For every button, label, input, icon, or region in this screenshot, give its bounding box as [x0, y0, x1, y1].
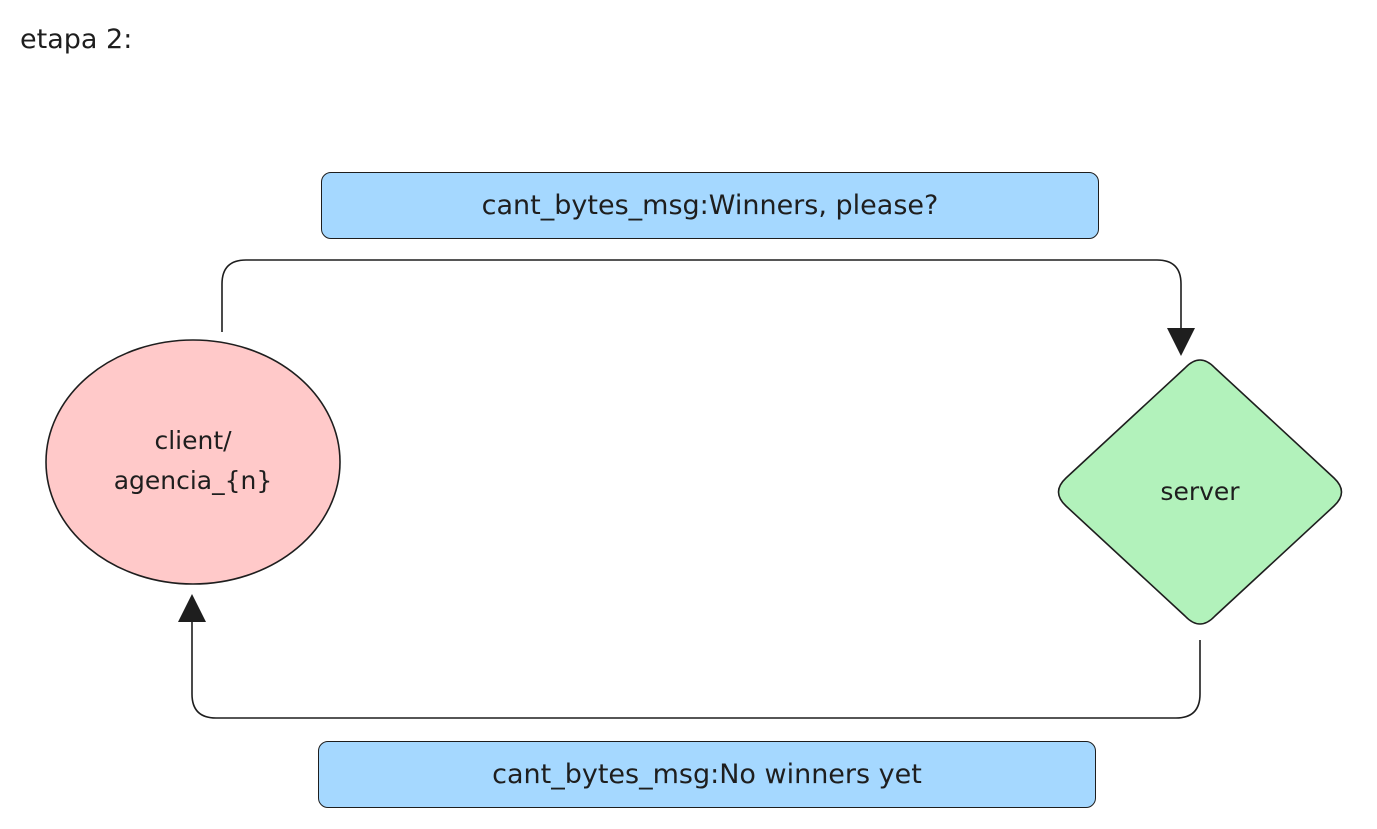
stage-title: etapa 2:: [20, 24, 133, 55]
server-node[interactable]: [1057, 359, 1343, 625]
request-message-box[interactable]: cant_bytes_msg:Winners, please?: [321, 172, 1099, 239]
response-message-box[interactable]: cant_bytes_msg:No winners yet: [318, 741, 1096, 808]
client-label-line1: client/: [154, 426, 232, 455]
client-label: client/ agencia_{n}: [46, 420, 340, 502]
request-arrow: [221, 259, 1182, 332]
server-label: server: [1080, 470, 1320, 514]
request-arrowhead: [1167, 328, 1195, 356]
client-label-line2: agencia_{n}: [113, 466, 273, 495]
response-message-text: cant_bytes_msg:No winners yet: [492, 759, 922, 790]
request-message-text: cant_bytes_msg:Winners, please?: [481, 190, 939, 221]
server-label-text: server: [1160, 477, 1240, 506]
response-arrowhead: [178, 594, 206, 622]
response-arrow: [191, 620, 1201, 719]
client-node[interactable]: [45, 339, 341, 585]
